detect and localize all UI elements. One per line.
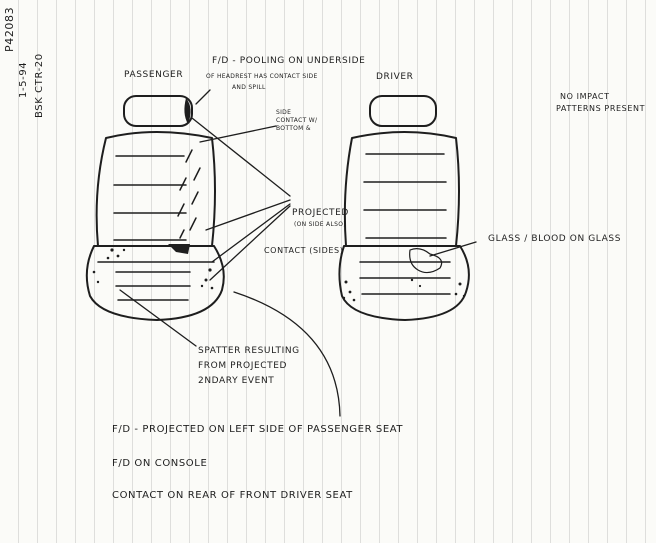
projected-label: PROJECTED	[292, 208, 349, 218]
pooling-note-line2: OF HEADREST HAS CONTACT SIDE	[206, 73, 318, 80]
note-projected: F/D - PROJECTED ON LEFT SIDE OF PASSENGE…	[112, 424, 404, 435]
driver-label: DRIVER	[376, 72, 414, 82]
pooling-note-line1: F/D - POOLING ON UNDERSIDE	[212, 56, 366, 66]
pooling-note-line3: AND SPILL	[232, 84, 266, 91]
passenger-label: PASSENGER	[124, 70, 184, 80]
note-console: F/D ON CONSOLE	[112, 458, 208, 469]
spatter-line1: SPATTER RESULTING	[198, 346, 300, 356]
note-contact-rear: CONTACT ON REAR OF FRONT DRIVER SEAT	[112, 490, 353, 501]
side-contact-line1: SIDE	[276, 109, 292, 116]
contact-sides-label: CONTACT (SIDES)	[264, 246, 344, 255]
no-impact-line1: NO IMPACT	[560, 92, 610, 101]
margin-date: 1-5-94	[18, 61, 29, 98]
glass-blood-label: GLASS / BLOOD ON GLASS	[488, 234, 622, 244]
spatter-line2: FROM PROJECTED	[198, 361, 288, 371]
side-contact-line3: BOTTOM &	[276, 125, 311, 132]
margin-case-number: P42083	[3, 6, 16, 52]
spatter-line3: 2NDARY EVENT	[198, 376, 275, 386]
side-contact-line2: CONTACT W/	[276, 117, 318, 124]
no-impact-line2: PATTERNS PRESENT	[556, 104, 646, 113]
passenger-seat-drawing	[85, 95, 225, 321]
margin-initials: BSK CTR-20	[34, 53, 45, 118]
projected-sublabel: (ON SIDE ALSO)	[294, 221, 346, 228]
driver-seat-drawing	[338, 95, 470, 321]
